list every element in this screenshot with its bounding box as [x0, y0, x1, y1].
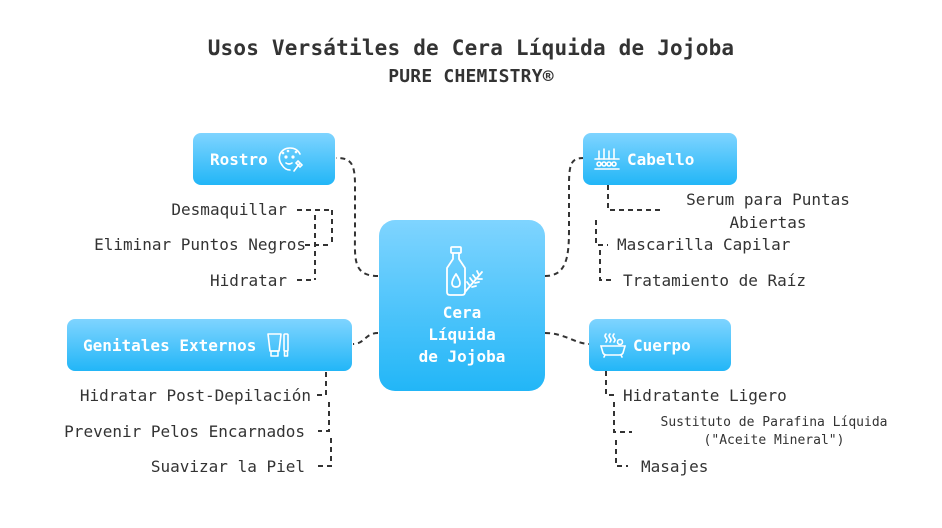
- cuerpo-item-2: Sustituto de Parafina Líquida ("Aceite M…: [660, 415, 888, 448]
- center-label: Cera Líquida de Jojoba: [418, 302, 506, 366]
- rostro-item-2: Eliminar Puntos Negros: [94, 235, 306, 254]
- bathtub-icon: [599, 331, 627, 359]
- branch-genitales-externos: Genitales Externos: [67, 319, 352, 371]
- hair-follicle-icon: [593, 145, 621, 173]
- branch-cabello-label: Cabello: [627, 149, 695, 169]
- link-cabello-items: [595, 185, 660, 281]
- branch-rostro: Rostro: [193, 133, 335, 185]
- link-center-cabello: [544, 157, 585, 277]
- branch-cuerpo: Cuerpo: [589, 319, 731, 371]
- rostro-item-1: Desmaquillar: [171, 200, 287, 219]
- diagram-subtitle: PURE CHEMISTRY®: [388, 66, 554, 87]
- diagram-title: Usos Versátiles de Cera Líquida de Jojob…: [207, 36, 735, 60]
- branch-cuerpo-label: Cuerpo: [633, 335, 691, 355]
- genitales-item-1: Hidratar Post-Depilación: [79, 386, 311, 405]
- genitales-item-2: Prevenir Pelos Encarnados: [64, 422, 305, 441]
- link-center-rostro: [335, 157, 379, 277]
- cabello-item-1: Serum para Puntas Abiertas: [686, 190, 850, 232]
- link-center-genitales: [352, 332, 379, 345]
- rostro-item-3: Hidratar: [209, 271, 287, 290]
- branch-genitales-label: Genitales Externos: [83, 335, 257, 355]
- branch-cabello: Cabello: [583, 133, 737, 185]
- face-icon: [276, 145, 304, 173]
- link-center-cuerpo: [544, 332, 591, 345]
- cabello-item-3: Tratamiento de Raíz: [623, 271, 807, 290]
- link-cuerpo-items: [605, 371, 632, 467]
- link-genitales-items: [316, 372, 332, 467]
- center-node: Cera Líquida de Jojoba: [379, 220, 545, 391]
- cabello-item-2: Mascarilla Capilar: [617, 235, 791, 254]
- branch-rostro-label: Rostro: [210, 149, 268, 169]
- cream-tube-icon: [264, 331, 292, 359]
- genitales-item-3: Suavizar la Piel: [150, 457, 305, 476]
- cuerpo-item-3: Masajes: [641, 457, 709, 476]
- oil-bottle-herb-icon: [434, 244, 490, 300]
- cuerpo-item-1: Hidratante Ligero: [623, 386, 787, 405]
